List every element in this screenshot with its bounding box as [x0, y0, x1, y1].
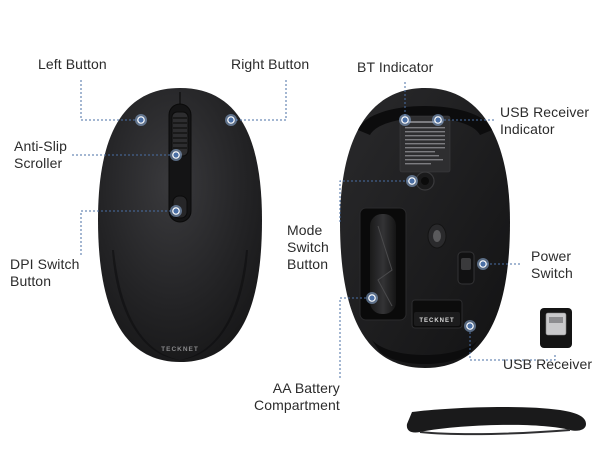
mouse-side-profile-icon [406, 406, 586, 436]
callout-dots [135, 114, 489, 332]
label-aa-battery-compartment: AA Battery Compartment [254, 380, 340, 413]
callout-lines [72, 80, 556, 378]
mouse-top-view-icon: TECKNET [98, 88, 262, 362]
top-logo: TECKNET [161, 346, 199, 353]
label-right-button: Right Button [231, 56, 310, 72]
label-usb-receiver: USB Receiver [503, 356, 593, 372]
label-usb-receiver-indicator: USB Receiver Indicator [500, 104, 590, 137]
mouse-bottom-view-icon: TECKNET [340, 88, 510, 368]
label-mode-switch-button: Mode Switch Button [287, 222, 329, 272]
label-left-button: Left Button [38, 56, 107, 72]
bottom-logo: TECKNET [419, 318, 454, 324]
label-bt-indicator: BT Indicator [357, 59, 434, 75]
label-dpi-switch-button: DPI Switch Button [10, 256, 80, 289]
label-power-switch: Power Switch [531, 248, 573, 281]
usb-receiver-dongle-icon [540, 308, 572, 348]
label-anti-slip-scroller: Anti-Slip Scroller [14, 138, 68, 171]
